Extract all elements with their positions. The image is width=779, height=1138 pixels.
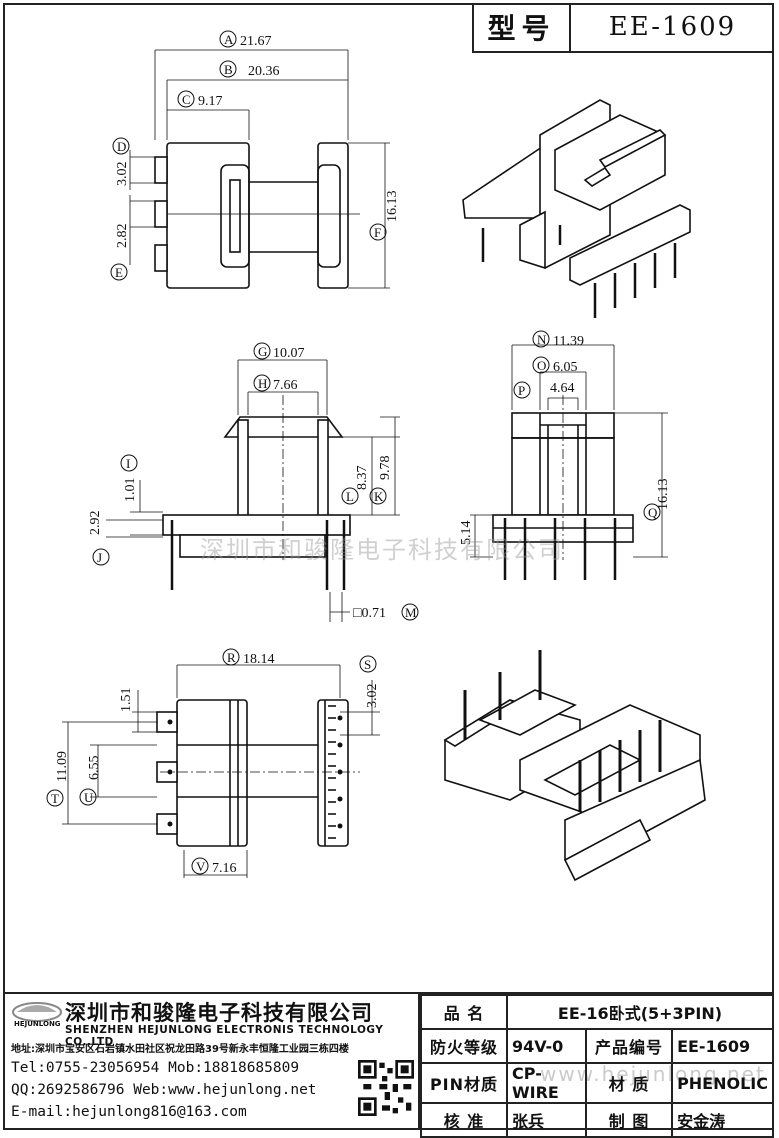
dim-h: 7.66 xyxy=(273,378,298,393)
title-block: HEJUNLONG 深圳市和骏隆电子科技有限公司 SHENZHEN HEJUNL… xyxy=(3,992,774,1138)
company-name-en: SHENZHEN HEJUNLONG ELECTRONIS TECHNOLOGY… xyxy=(65,1024,384,1048)
dim-label-j: J xyxy=(97,550,102,565)
title-box: 型号 EE-1609 xyxy=(472,3,774,53)
dim-t: 11.09 xyxy=(55,751,70,782)
dim-label-a: A xyxy=(224,32,234,47)
dim-label-m: M xyxy=(405,605,417,620)
dim-b: 20.36 xyxy=(248,64,280,79)
dim-k: 9.78 xyxy=(378,456,393,481)
dim-i: 1.01 xyxy=(123,478,138,503)
info-table: 品 名 EE-16卧式(5+3PIN) 防火等级 94V-0 产品编号 EE-1… xyxy=(420,994,774,1138)
dim-a: 21.67 xyxy=(240,34,272,49)
approved-label: 核 准 xyxy=(420,1102,508,1138)
fire-rating-label: 防火等级 xyxy=(420,1028,508,1064)
dim-u: 6.55 xyxy=(87,756,102,781)
dim-label-e: E xyxy=(115,265,123,280)
dim-c: 9.17 xyxy=(198,94,223,109)
company-name-cn: 深圳市和骏隆电子科技有限公司 xyxy=(65,1001,373,1025)
dim-w: 1.51 xyxy=(119,688,134,713)
dim-label-i: I xyxy=(126,456,130,471)
dim-label-p: P xyxy=(518,383,525,398)
dim-d: 3.02 xyxy=(115,162,130,187)
dim-label-v: V xyxy=(196,859,206,874)
company-tel: Tel:0755-23056954 Mob:18818685809 xyxy=(11,1060,300,1076)
dim-label-g: G xyxy=(258,344,267,359)
dim-label-r: R xyxy=(227,650,236,665)
product-label: 品 名 xyxy=(420,994,508,1030)
drawing-frame xyxy=(3,3,774,1130)
product-code-value: EE-1609 xyxy=(671,1028,774,1064)
dim-e: 2.82 xyxy=(115,224,130,249)
side-view: N 11.39 O 6.05 P 4.64 Q 16.13 5.14 xyxy=(459,330,671,580)
iso-view-top xyxy=(462,99,691,318)
material-label: 材 质 xyxy=(585,1062,674,1104)
dim-label-s: S xyxy=(364,657,371,672)
material-value: PHENOLIC xyxy=(671,1062,774,1104)
top-view: A 21.67 B 20.36 C 9.17 D 3.02 E 2.82 F 1… xyxy=(110,30,400,289)
technical-drawing: A 21.67 B 20.36 C 9.17 D 3.02 E 2.82 F 1… xyxy=(46,30,706,882)
dim-r: 18.14 xyxy=(243,652,275,667)
dim-o: 6.05 xyxy=(553,360,578,375)
dim-p: 4.64 xyxy=(550,381,575,396)
logo-text: HEJUNLONG xyxy=(14,1020,61,1028)
dim-label-c: C xyxy=(182,92,191,107)
dim-f: 16.13 xyxy=(385,191,400,223)
dim-j: 2.92 xyxy=(88,511,103,536)
qr-code-icon xyxy=(358,1060,414,1116)
dim-label-h: H xyxy=(258,376,267,391)
approved-value: 张兵 xyxy=(505,1102,588,1138)
watermark: 深圳市和骏隆电子科技有限公司 xyxy=(200,536,564,564)
dim-q: 16.13 xyxy=(656,479,671,511)
dim-label-f: F xyxy=(374,225,381,240)
dim-label-d: D xyxy=(117,139,126,154)
product-code-label: 产品编号 xyxy=(585,1028,674,1064)
dim-g: 10.07 xyxy=(273,346,305,361)
bottom-view: R 18.14 S 3.02 1.51 T 11.09 U 6.55 V 7.1… xyxy=(46,648,380,878)
company-qq: QQ:2692586796 Web:www.hejunlong.net xyxy=(11,1082,317,1098)
dim-label-l: L xyxy=(346,489,354,504)
dim-label-o: O xyxy=(537,358,546,373)
pin-material-label: PIN材质 xyxy=(420,1062,508,1104)
drawn-label: 制 图 xyxy=(585,1102,674,1138)
model-label: 型号 xyxy=(474,3,571,51)
product-value: EE-16卧式(5+3PIN) xyxy=(506,994,774,1030)
dim-label-k: K xyxy=(374,489,384,504)
fire-rating-value: 94V-0 xyxy=(505,1028,588,1064)
company-block: HEJUNLONG 深圳市和骏隆电子科技有限公司 SHENZHEN HEJUNL… xyxy=(3,994,420,1130)
dim-label-q: Q xyxy=(648,505,658,520)
dim-m: □0.71 xyxy=(353,606,386,621)
company-address: 地址:深圳市宝安区石岩镇水田社区祝龙田路39号新永丰恒隆工业园三栋四楼 xyxy=(11,1044,349,1055)
company-email: E-mail:hejunlong816@163.com xyxy=(11,1104,247,1120)
dim-l: 8.37 xyxy=(355,466,370,491)
company-logo-icon: HEJUNLONG xyxy=(12,1002,62,1028)
dim-label-n: N xyxy=(537,332,547,347)
pin-material-value: CP-WIRE xyxy=(505,1062,588,1104)
drawn-value: 安金涛 xyxy=(671,1102,774,1138)
dim-n: 11.39 xyxy=(553,334,584,349)
model-number: EE-1609 xyxy=(608,12,737,42)
dim-label-b: B xyxy=(224,62,233,77)
dim-v: 7.16 xyxy=(212,861,237,876)
iso-view-bottom xyxy=(443,650,706,882)
dim-s: 3.02 xyxy=(365,684,380,709)
dim-label-u: U xyxy=(84,790,94,805)
front-view: G 10.07 H 7.66 I 1.01 J 2.92 L 8.37 K 9.… xyxy=(88,342,419,622)
dim-label-t: T xyxy=(51,791,59,806)
dim-q2: 5.14 xyxy=(459,521,474,546)
